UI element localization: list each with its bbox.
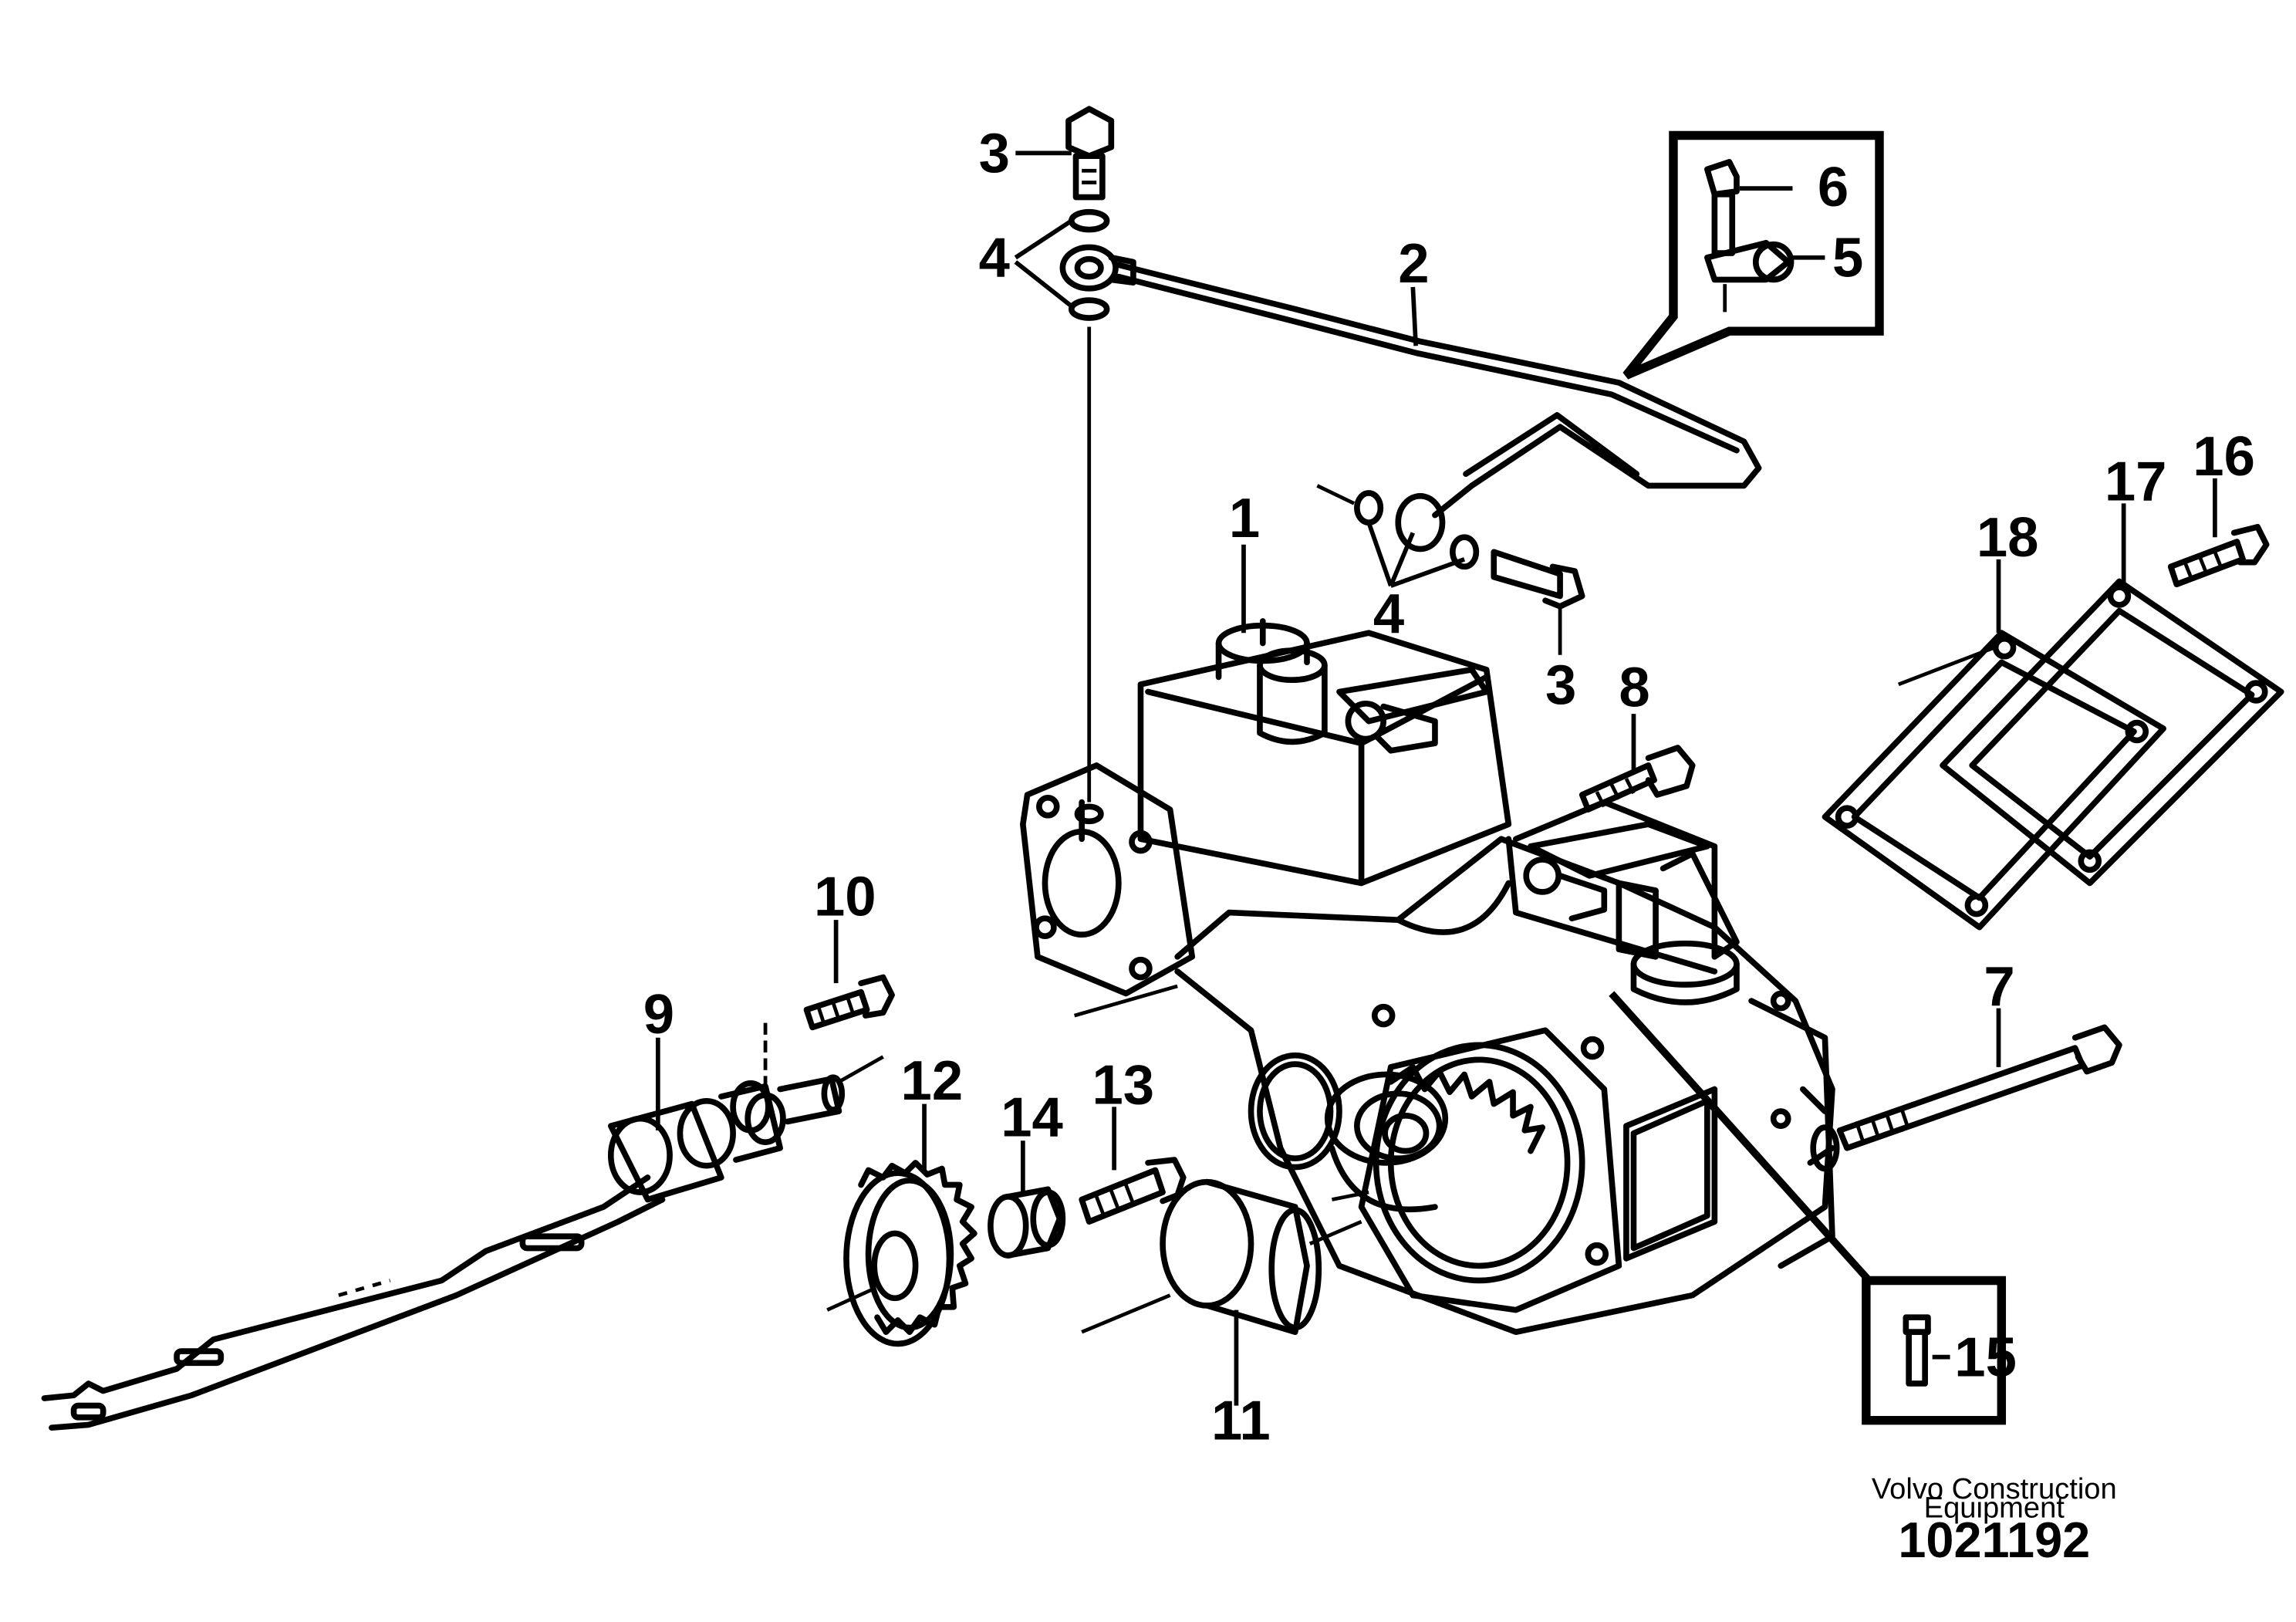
bolt-part-13 — [1079, 1157, 1187, 1225]
label-part-15: 15 — [1954, 1326, 2017, 1388]
screw-part-16 — [2167, 524, 2270, 588]
part-number-labels: 3 4 2 6 5 1 4 3 8 16 17 18 7 10 9 12 14 … — [643, 122, 2255, 1451]
bushing-part-14 — [988, 1186, 1066, 1259]
gear-part-12 — [826, 1160, 977, 1347]
gasket-part-17 — [1940, 578, 2284, 887]
label-part-17: 17 — [2105, 451, 2167, 513]
detail-callout-5-6 — [1622, 130, 1884, 380]
label-part-2: 2 — [1398, 232, 1429, 295]
label-part-10: 10 — [814, 865, 876, 928]
banjo-fitting-top — [1059, 208, 1136, 803]
brand-line-2: Equipment — [1924, 1492, 2065, 1525]
label-part-4-top: 4 — [979, 227, 1010, 289]
label-part-9: 9 — [643, 983, 674, 1046]
brand-line-1: Volvo Construction — [1872, 1472, 2117, 1505]
label-leader-lines — [655, 150, 2217, 1406]
label-part-13: 13 — [1092, 1054, 1155, 1117]
fuel-pipe-part-2 — [1116, 262, 1762, 519]
label-part-14: 14 — [1001, 1086, 1063, 1149]
label-part-12: 12 — [901, 1049, 964, 1112]
label-part-1: 1 — [1229, 487, 1260, 549]
label-part-8: 8 — [1619, 657, 1649, 719]
seal-ring-part-11 — [1081, 1178, 1362, 1336]
label-part-3-lower: 3 — [1545, 654, 1576, 716]
label-part-6: 6 — [1818, 156, 1849, 218]
label-part-18: 18 — [1977, 506, 2039, 569]
sensor-assembly-part-9 — [41, 1055, 884, 1431]
label-part-16: 16 — [2193, 425, 2255, 488]
injection-pump-body — [1020, 618, 1840, 1336]
label-part-7: 7 — [1984, 955, 2014, 1018]
bolt-part-10 — [763, 974, 895, 1097]
label-part-11: 11 — [1211, 1389, 1271, 1451]
long-bolt-part-7 — [1836, 1024, 2122, 1151]
label-part-5: 5 — [1832, 227, 1863, 289]
drawing-number: 1021192 — [1898, 1512, 2090, 1568]
label-part-3-top: 3 — [979, 122, 1010, 184]
gasket-part-18 — [1822, 630, 2166, 931]
detail-callout-15 — [1609, 991, 2007, 1425]
drawing-footer: Volvo Construction Equipment 1021192 — [1872, 1472, 2117, 1568]
label-part-4-lower: 4 — [1373, 583, 1404, 645]
banjo-fitting-lower — [1316, 484, 1585, 655]
banjo-bolt-top — [1065, 106, 1115, 201]
bolt-part-8 — [1578, 745, 1696, 813]
